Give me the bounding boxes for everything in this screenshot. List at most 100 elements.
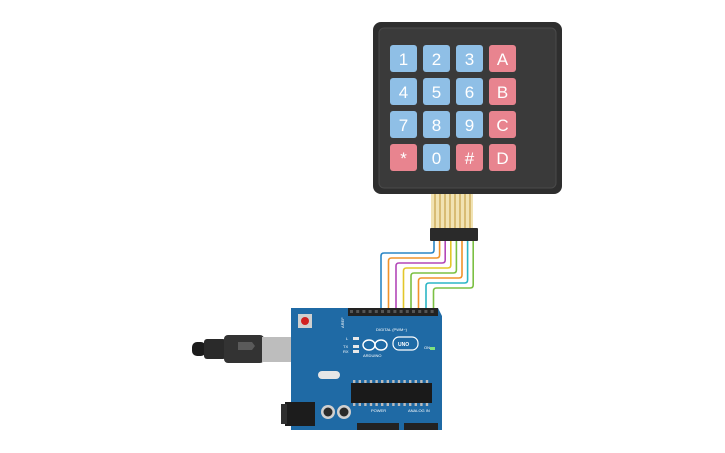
- key-cap: [423, 111, 450, 138]
- wire-8[interactable]: [432, 241, 474, 316]
- power-header: [357, 423, 399, 430]
- chip-pin: [381, 403, 384, 406]
- chip-pin: [353, 380, 356, 383]
- key-B[interactable]: B: [489, 78, 516, 105]
- wire-4[interactable]: [402, 241, 452, 316]
- key-label: C: [496, 116, 508, 135]
- chip-pin: [375, 403, 378, 406]
- key-cap: [423, 144, 450, 171]
- key-cap: [489, 111, 516, 138]
- chip-pin: [392, 403, 395, 406]
- label-power: POWER: [371, 408, 386, 413]
- label-tx: TX: [343, 344, 348, 349]
- chip-pin: [353, 403, 356, 406]
- chip-pin: [364, 403, 367, 406]
- chip-pin: [369, 380, 373, 383]
- key-label: D: [496, 149, 508, 168]
- key-1[interactable]: 1: [390, 45, 417, 72]
- chip-pin: [425, 380, 429, 383]
- digital-header: [348, 308, 438, 316]
- header-pin: [430, 310, 434, 313]
- key-cap: [456, 45, 483, 72]
- chip-pin: [386, 403, 389, 406]
- header-pin: [381, 310, 384, 313]
- key-label: #: [465, 149, 475, 168]
- header-pin: [405, 310, 409, 313]
- reset-button-cap: [301, 317, 309, 325]
- chip-pin: [397, 380, 401, 383]
- chip-pin: [381, 380, 384, 383]
- crystal: [318, 371, 340, 379]
- label-l: L: [346, 336, 349, 341]
- label-digital: DIGITAL (PWM~): [376, 327, 408, 332]
- wire-7[interactable]: [425, 241, 469, 316]
- arduino-uno-board[interactable]: DIGITAL (PWM~) AREF L TX RX ARDUINO UNO …: [281, 308, 442, 430]
- key-label: 7: [399, 116, 408, 135]
- chip-pin: [409, 403, 412, 406]
- chip-pin: [397, 403, 401, 406]
- atmega-chip: [351, 383, 432, 403]
- key-label: 2: [432, 50, 441, 69]
- key-A[interactable]: A: [489, 45, 516, 72]
- key-label: B: [497, 83, 508, 102]
- led-rx: [353, 350, 359, 353]
- key-2[interactable]: 2: [423, 45, 450, 72]
- key-cap: [456, 144, 483, 171]
- key-cap: [456, 111, 483, 138]
- wire-5[interactable]: [410, 241, 458, 316]
- usb-cable-tip: [192, 342, 206, 356]
- label-uno: UNO: [398, 342, 409, 348]
- header-pin: [393, 310, 397, 313]
- key-cap: [489, 78, 516, 105]
- key-label: 0: [432, 149, 441, 168]
- analog-header: [404, 423, 438, 430]
- key-C[interactable]: C: [489, 111, 516, 138]
- key-7[interactable]: 7: [390, 111, 417, 138]
- key-label: 1: [399, 50, 408, 69]
- key-0[interactable]: 0: [423, 144, 450, 171]
- key-*[interactable]: *: [390, 144, 417, 171]
- key-4[interactable]: 4: [390, 78, 417, 105]
- wire-3[interactable]: [395, 241, 446, 316]
- key-cap: [390, 144, 417, 171]
- key-cap: [423, 78, 450, 105]
- key-cap: [423, 45, 450, 72]
- key-9[interactable]: 9: [456, 111, 483, 138]
- label-rx: RX: [343, 349, 349, 354]
- header-pin: [350, 310, 353, 313]
- wire-6[interactable]: [417, 241, 463, 316]
- key-#[interactable]: #: [456, 144, 483, 171]
- key-cap: [456, 78, 483, 105]
- key-5[interactable]: 5: [423, 78, 450, 105]
- header-pin: [412, 310, 415, 313]
- chip-pin: [420, 403, 423, 406]
- key-cap: [489, 45, 516, 72]
- wire-1[interactable]: [380, 241, 435, 316]
- chip-pin: [425, 403, 429, 406]
- key-cap: [390, 45, 417, 72]
- usb-cable[interactable]: [192, 335, 314, 363]
- key-label: 9: [465, 116, 474, 135]
- usb-plug: [262, 337, 296, 362]
- power-jack[interactable]: [285, 402, 315, 426]
- wire-2[interactable]: [387, 241, 441, 316]
- chip-pin: [414, 380, 417, 383]
- keypad-connector[interactable]: [430, 228, 478, 241]
- key-8[interactable]: 8: [423, 111, 450, 138]
- led-on: [430, 347, 435, 350]
- key-3[interactable]: 3: [456, 45, 483, 72]
- key-6[interactable]: 6: [456, 78, 483, 105]
- chip-pin: [375, 380, 378, 383]
- key-cap: [390, 78, 417, 105]
- header-pin: [374, 310, 378, 313]
- key-label: 6: [465, 83, 474, 102]
- jumper-wires[interactable]: [380, 241, 474, 316]
- key-label: 5: [432, 83, 441, 102]
- chip-pin: [364, 380, 367, 383]
- chip-pin: [392, 380, 395, 383]
- key-D[interactable]: D: [489, 144, 516, 171]
- header-pin: [387, 310, 391, 313]
